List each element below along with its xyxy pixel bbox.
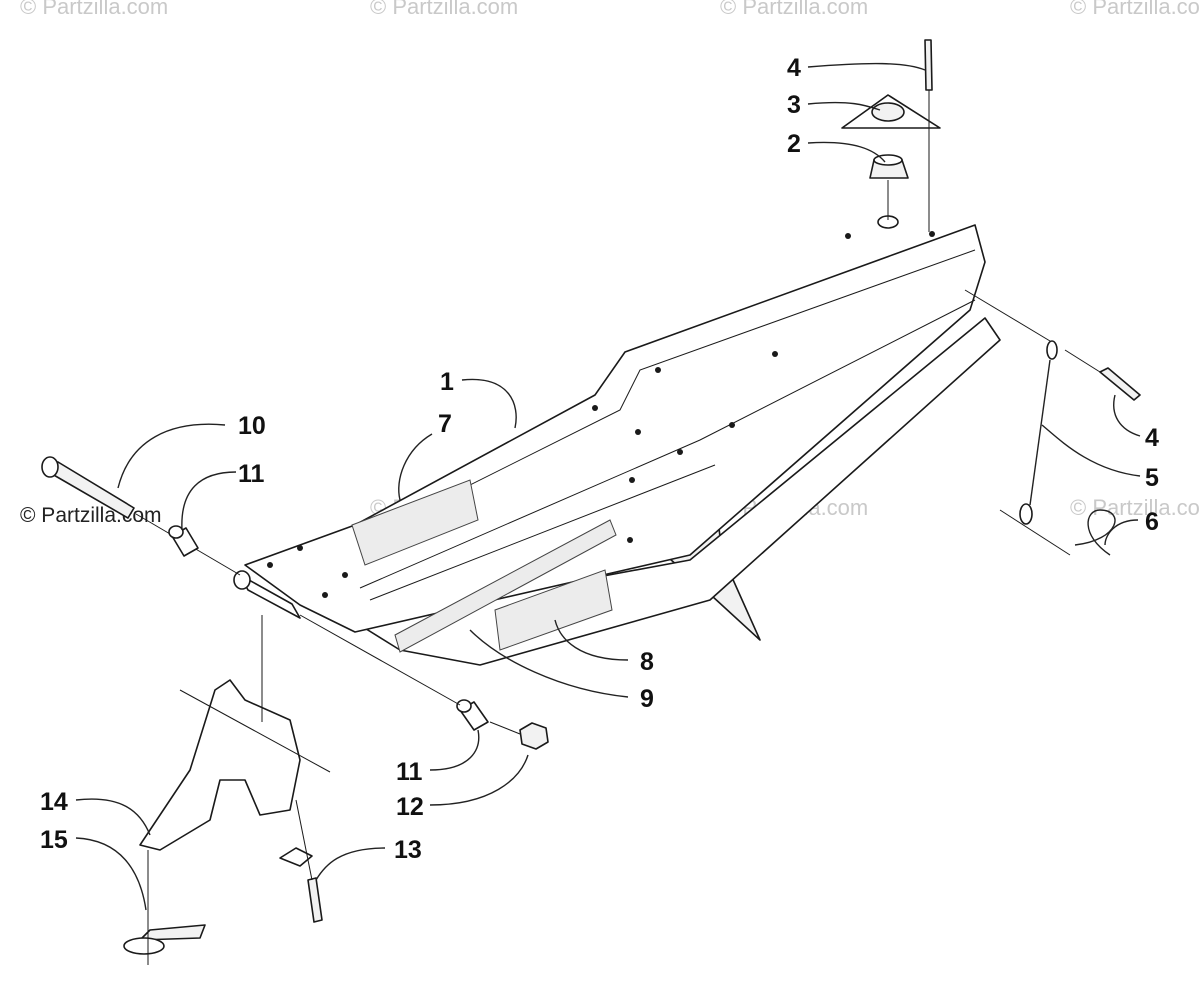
stand-bracket-part [123,615,331,965]
tether-axis-upper [964,289,1056,345]
watermark-mid-3: © Partzilla.com [1070,495,1200,520]
rivet-4-top [924,39,933,91]
watermark-top-1: © Partzilla.com [20,0,168,19]
leader-10 [117,423,226,489]
callout-9: 9 [640,685,654,713]
bolt-part [41,456,241,576]
leader-13 [315,847,386,881]
bushing-lower-end [456,699,472,713]
callout-4-right: 4 [1145,424,1159,452]
leader-3 [807,101,881,111]
tether-cable [1029,359,1051,506]
callout-13: 13 [394,836,422,864]
callout-14: 14 [40,788,68,816]
decal-8 [494,569,613,651]
watermark-top-4: © Partzilla.com [1070,0,1200,19]
bushing-parts [168,525,489,731]
rivet-axis-line [295,799,313,881]
hitch-pin-clip-6 [1074,509,1116,556]
mount-plate-boss [871,102,905,122]
clip-axis-line [999,509,1071,556]
tether-eyelet-top [1046,340,1058,360]
rivet-13 [307,877,323,923]
leader-1 [461,378,517,429]
watermark-top-3: © Partzilla.com [720,0,868,19]
leader-2 [807,141,886,163]
mounting-holes [267,231,935,598]
leader-lines [75,62,1141,911]
callout-7: 7 [438,410,452,438]
nut-axis-line [489,721,521,735]
leader-14 [75,798,151,836]
rivet-right-axis [1064,349,1101,373]
callout-11-upper: 11 [238,460,265,488]
board-rib-line-2 [359,299,976,589]
callout-15: 15 [40,826,68,854]
callout-3: 3 [787,91,801,119]
callout-2: 2 [787,130,801,158]
leader-4-right [1113,394,1141,437]
callout-4-top: 4 [787,54,801,82]
leader-7 [398,433,433,501]
callout-11-lower: 11 [396,758,423,786]
rivet-lower [279,799,323,923]
leader-5 [1041,424,1141,477]
leader-12 [429,754,529,806]
star-washer [279,847,313,867]
pivot-tube-end [233,570,251,590]
plate-washer [123,937,165,955]
tether-eyelet-bottom [1019,503,1033,525]
decal-7 [351,479,479,566]
callout-numbers: 4 3 2 1 7 10 11 4 5 6 8 9 11 12 13 14 15 [40,54,1159,864]
copyright-notice: © Partzilla.com [20,504,162,527]
bushing-upper-end [168,525,184,539]
rivet-4-right [1099,367,1141,401]
running-board-part [233,215,1001,666]
leader-9 [469,629,629,698]
stand-bracket [139,679,301,851]
top-mount-parts [841,39,941,232]
leader-11-lower [429,729,480,771]
bracket-axis-line [179,689,331,773]
tether-parts [964,289,1141,556]
slotted-plate [139,924,206,941]
callout-1: 1 [440,368,454,396]
callout-10: 10 [238,412,266,440]
decal-9 [394,519,617,653]
callout-8: 8 [640,648,654,676]
board-rib-line-3 [369,464,716,601]
leader-8 [554,619,629,661]
watermark-top-2: © Partzilla.com [370,0,518,19]
grommet-top [873,154,903,166]
leader-6 [1104,519,1139,546]
bushing-axis-line [299,614,461,706]
callout-5: 5 [1145,464,1159,492]
callout-12: 12 [396,793,424,821]
leader-11-upper [181,471,237,531]
leader-4-top [807,62,926,71]
lock-nut [519,722,549,750]
bolt-head [41,456,59,478]
leader-15 [75,837,147,911]
callout-6: 6 [1145,508,1159,536]
